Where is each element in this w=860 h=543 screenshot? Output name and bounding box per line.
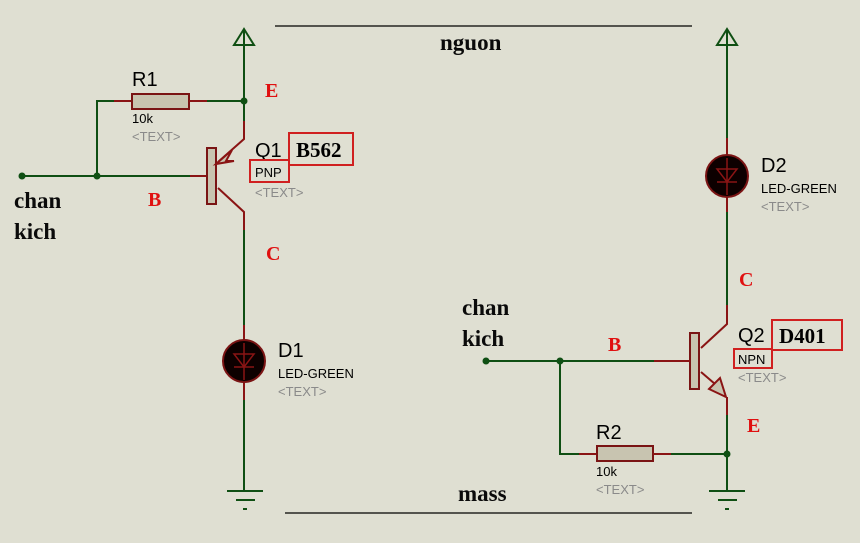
q2-type-box [733, 348, 773, 369]
q2-text: <TEXT> [738, 370, 786, 385]
q2-ref: Q2 [738, 325, 765, 347]
input-right-label-line1: chan [462, 295, 510, 320]
q1-type: PNP [255, 165, 282, 180]
q1-base-label: B [148, 189, 161, 211]
q1-type-box [249, 159, 290, 183]
q1-emitter-label: E [265, 80, 278, 102]
q1-part-number: B562 [296, 138, 342, 162]
q1-ref: Q1 [255, 140, 282, 162]
left-circuit: R1 10k <TEXT> Q1 B562 PNP <TEXT> E B C [18, 27, 354, 510]
q2-part-number: D401 [779, 324, 826, 348]
d2-text: <TEXT> [761, 199, 809, 214]
ground-icon[interactable] [227, 490, 263, 510]
r2-resistor-body[interactable] [596, 445, 654, 462]
q1-text: <TEXT> [255, 185, 303, 200]
d2-value: LED-GREEN [761, 181, 837, 196]
q2-part-box [771, 319, 843, 351]
r1-ref: R1 [132, 69, 158, 91]
ground-icon[interactable] [709, 490, 745, 510]
d1-value: LED-GREEN [278, 366, 354, 381]
input-right-label-line2: kich [462, 326, 504, 351]
r1-left-wire[interactable] [96, 100, 114, 176]
q2-transistor-symbol[interactable] [689, 305, 728, 415]
r2-text: <TEXT> [596, 482, 644, 497]
d2-led-icon[interactable] [705, 154, 749, 198]
q2-collector-label: C [739, 269, 753, 291]
r2-value: 10k [596, 464, 617, 479]
q2-type: NPN [738, 352, 765, 367]
r1-resistor-body[interactable] [131, 93, 190, 110]
junction-node [93, 172, 101, 180]
power-terminal-icon[interactable] [715, 27, 739, 138]
r1-value: 10k [132, 111, 153, 126]
ground-net-label: mass [458, 481, 507, 506]
q1-part-box [288, 132, 354, 166]
power-terminal-icon[interactable] [232, 27, 256, 101]
input-left-label-line1: chan [14, 188, 62, 213]
d1-led-icon[interactable] [222, 339, 266, 383]
d2-ref: D2 [761, 155, 787, 177]
r1-text: <TEXT> [132, 129, 180, 144]
right-circuit: D2 LED-GREEN <TEXT> Q2 D401 NPN <TEXT> C… [482, 27, 843, 510]
q2-emitter-label: E [747, 415, 760, 437]
d1-ref: D1 [278, 340, 304, 362]
d1-text: <TEXT> [278, 384, 326, 399]
r2-left-wire[interactable] [559, 361, 579, 455]
power-net-label: nguon [440, 30, 502, 55]
q1-collector-label: C [266, 243, 280, 265]
r2-ref: R2 [596, 422, 622, 444]
input-left-label-line2: kich [14, 219, 56, 244]
q2-base-label: B [608, 334, 621, 356]
q1-transistor-symbol[interactable] [206, 121, 245, 230]
